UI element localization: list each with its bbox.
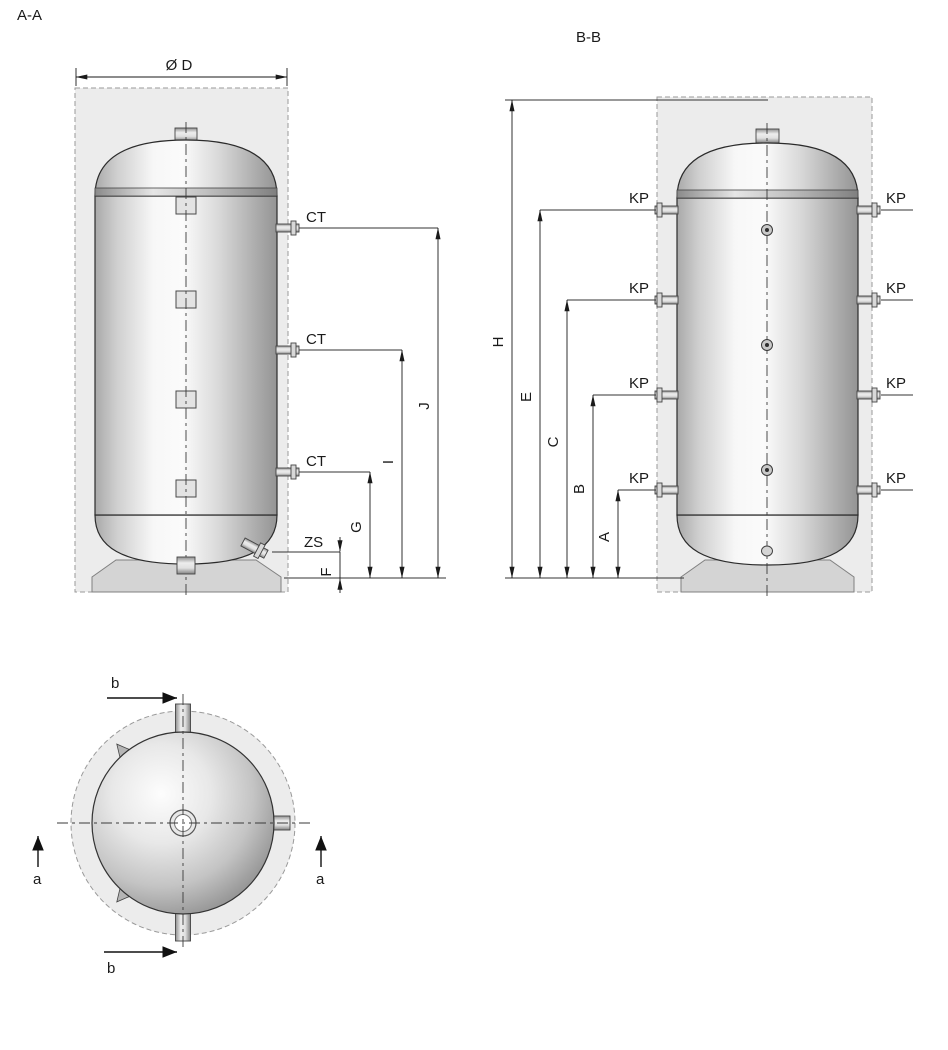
dimension-a: A [596, 489, 621, 579]
kp-nozzle-right-2 [856, 292, 881, 308]
weld-band-bb [676, 189, 859, 199]
tank-base-aa [91, 559, 282, 593]
dim-label-b: B [571, 484, 588, 494]
section-aa-view: A-A Ø D [17, 7, 446, 598]
dim-label-a: A [596, 532, 613, 542]
kp-label-left-2: KP [629, 280, 649, 297]
cut-arrow-b-bottom: b [104, 946, 177, 977]
cut-label-a-right: a [316, 871, 325, 888]
zs-label: ZS [304, 534, 323, 551]
kp-nozzle-right-1 [856, 202, 881, 218]
front-coupling [761, 224, 773, 236]
tank-bottom-head-bb [676, 514, 859, 566]
dimension-b: B [571, 394, 596, 579]
kp-nozzle-right-3 [856, 387, 881, 403]
kp-label-right-4: KP [886, 470, 906, 487]
drain-coupling-bb [761, 545, 773, 557]
ct-label-top: CT [306, 209, 326, 226]
top-nozzle-bb [755, 128, 780, 144]
tank-base-bb [680, 559, 855, 593]
dimension-i: I [380, 349, 405, 579]
dim-label-i: I [380, 460, 397, 464]
cut-label-b-top: b [111, 675, 119, 692]
diameter-dim-label: Ø D [166, 57, 193, 74]
dimension-j: J [416, 227, 441, 579]
cut-label-a-left: a [33, 871, 42, 888]
top-view: b b a a [32, 675, 327, 977]
section-bb-title: B-B [576, 29, 601, 46]
section-bb-view: B-B [490, 29, 913, 598]
tank-shell-bb [676, 197, 859, 516]
dimension-e: E [518, 209, 543, 579]
dim-label-e: E [518, 392, 535, 402]
kp-label-right-1: KP [886, 190, 906, 207]
dimension-g: G [348, 471, 373, 579]
dimension-c: C [545, 299, 570, 579]
tank-top-head-bb [676, 142, 859, 199]
front-coupling [761, 339, 773, 351]
dimension-f: F [318, 537, 343, 593]
cut-arrow-a-right: a [315, 836, 327, 888]
front-coupling [761, 464, 773, 476]
dim-label-g: G [348, 521, 365, 533]
kp-label-left-3: KP [629, 375, 649, 392]
kp-label-right-2: KP [886, 280, 906, 297]
cut-arrow-a-left: a [32, 836, 44, 888]
cut-label-b-bottom: b [107, 960, 115, 977]
ct-label-bottom: CT [306, 453, 326, 470]
diameter-dimension: Ø D [75, 57, 288, 86]
kp-label-left-4: KP [629, 470, 649, 487]
cut-arrow-b-top: b [107, 675, 177, 704]
ct-label-mid: CT [306, 331, 326, 348]
dim-label-h: H [490, 337, 507, 348]
section-aa-title: A-A [17, 7, 42, 24]
dimension-h: H [490, 99, 515, 579]
kp-nozzle-left-1 [654, 202, 679, 218]
kp-label-right-3: KP [886, 375, 906, 392]
dim-label-j: J [416, 402, 433, 410]
drain-stub-aa [176, 556, 196, 575]
dim-label-c: C [545, 436, 562, 447]
kp-label-left-1: KP [629, 190, 649, 207]
kp-nozzle-right-4 [856, 482, 881, 498]
zs-outlet-pipe [240, 537, 269, 560]
dim-label-f: F [318, 567, 335, 576]
